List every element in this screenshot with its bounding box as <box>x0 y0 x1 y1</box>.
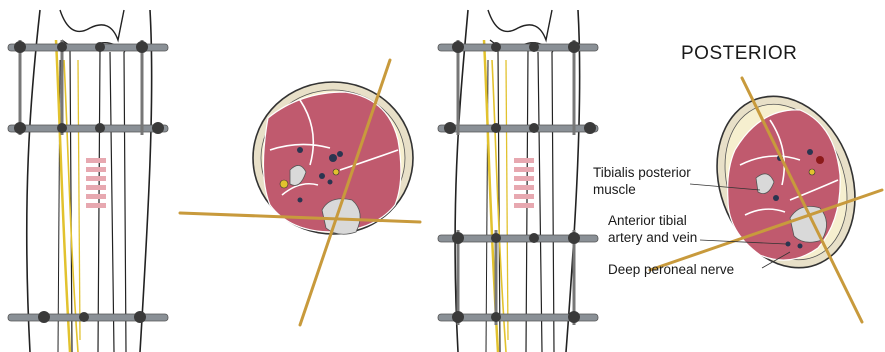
tibialis-posterior-label-line2: muscle <box>593 182 636 197</box>
fixator-connecting-rods-right <box>458 40 574 325</box>
osteotomy-segment <box>86 158 106 208</box>
left-leg-frame <box>8 10 168 352</box>
right-leg-frame <box>438 10 598 352</box>
anterior-tibial-label-line2: artery and vein <box>608 230 697 245</box>
left-cross-section <box>180 60 420 325</box>
posterior-label: POSTERIOR <box>681 46 797 61</box>
anterior-tibial-label-line1: Anterior tibial <box>608 213 687 228</box>
deep-peroneal-nerve-label: Deep peroneal nerve <box>608 262 734 277</box>
osteotomy-segment-right <box>514 158 534 208</box>
tibialis-posterior-label-line1: Tibialis posterior <box>593 165 691 180</box>
right-cross-section <box>650 77 882 322</box>
